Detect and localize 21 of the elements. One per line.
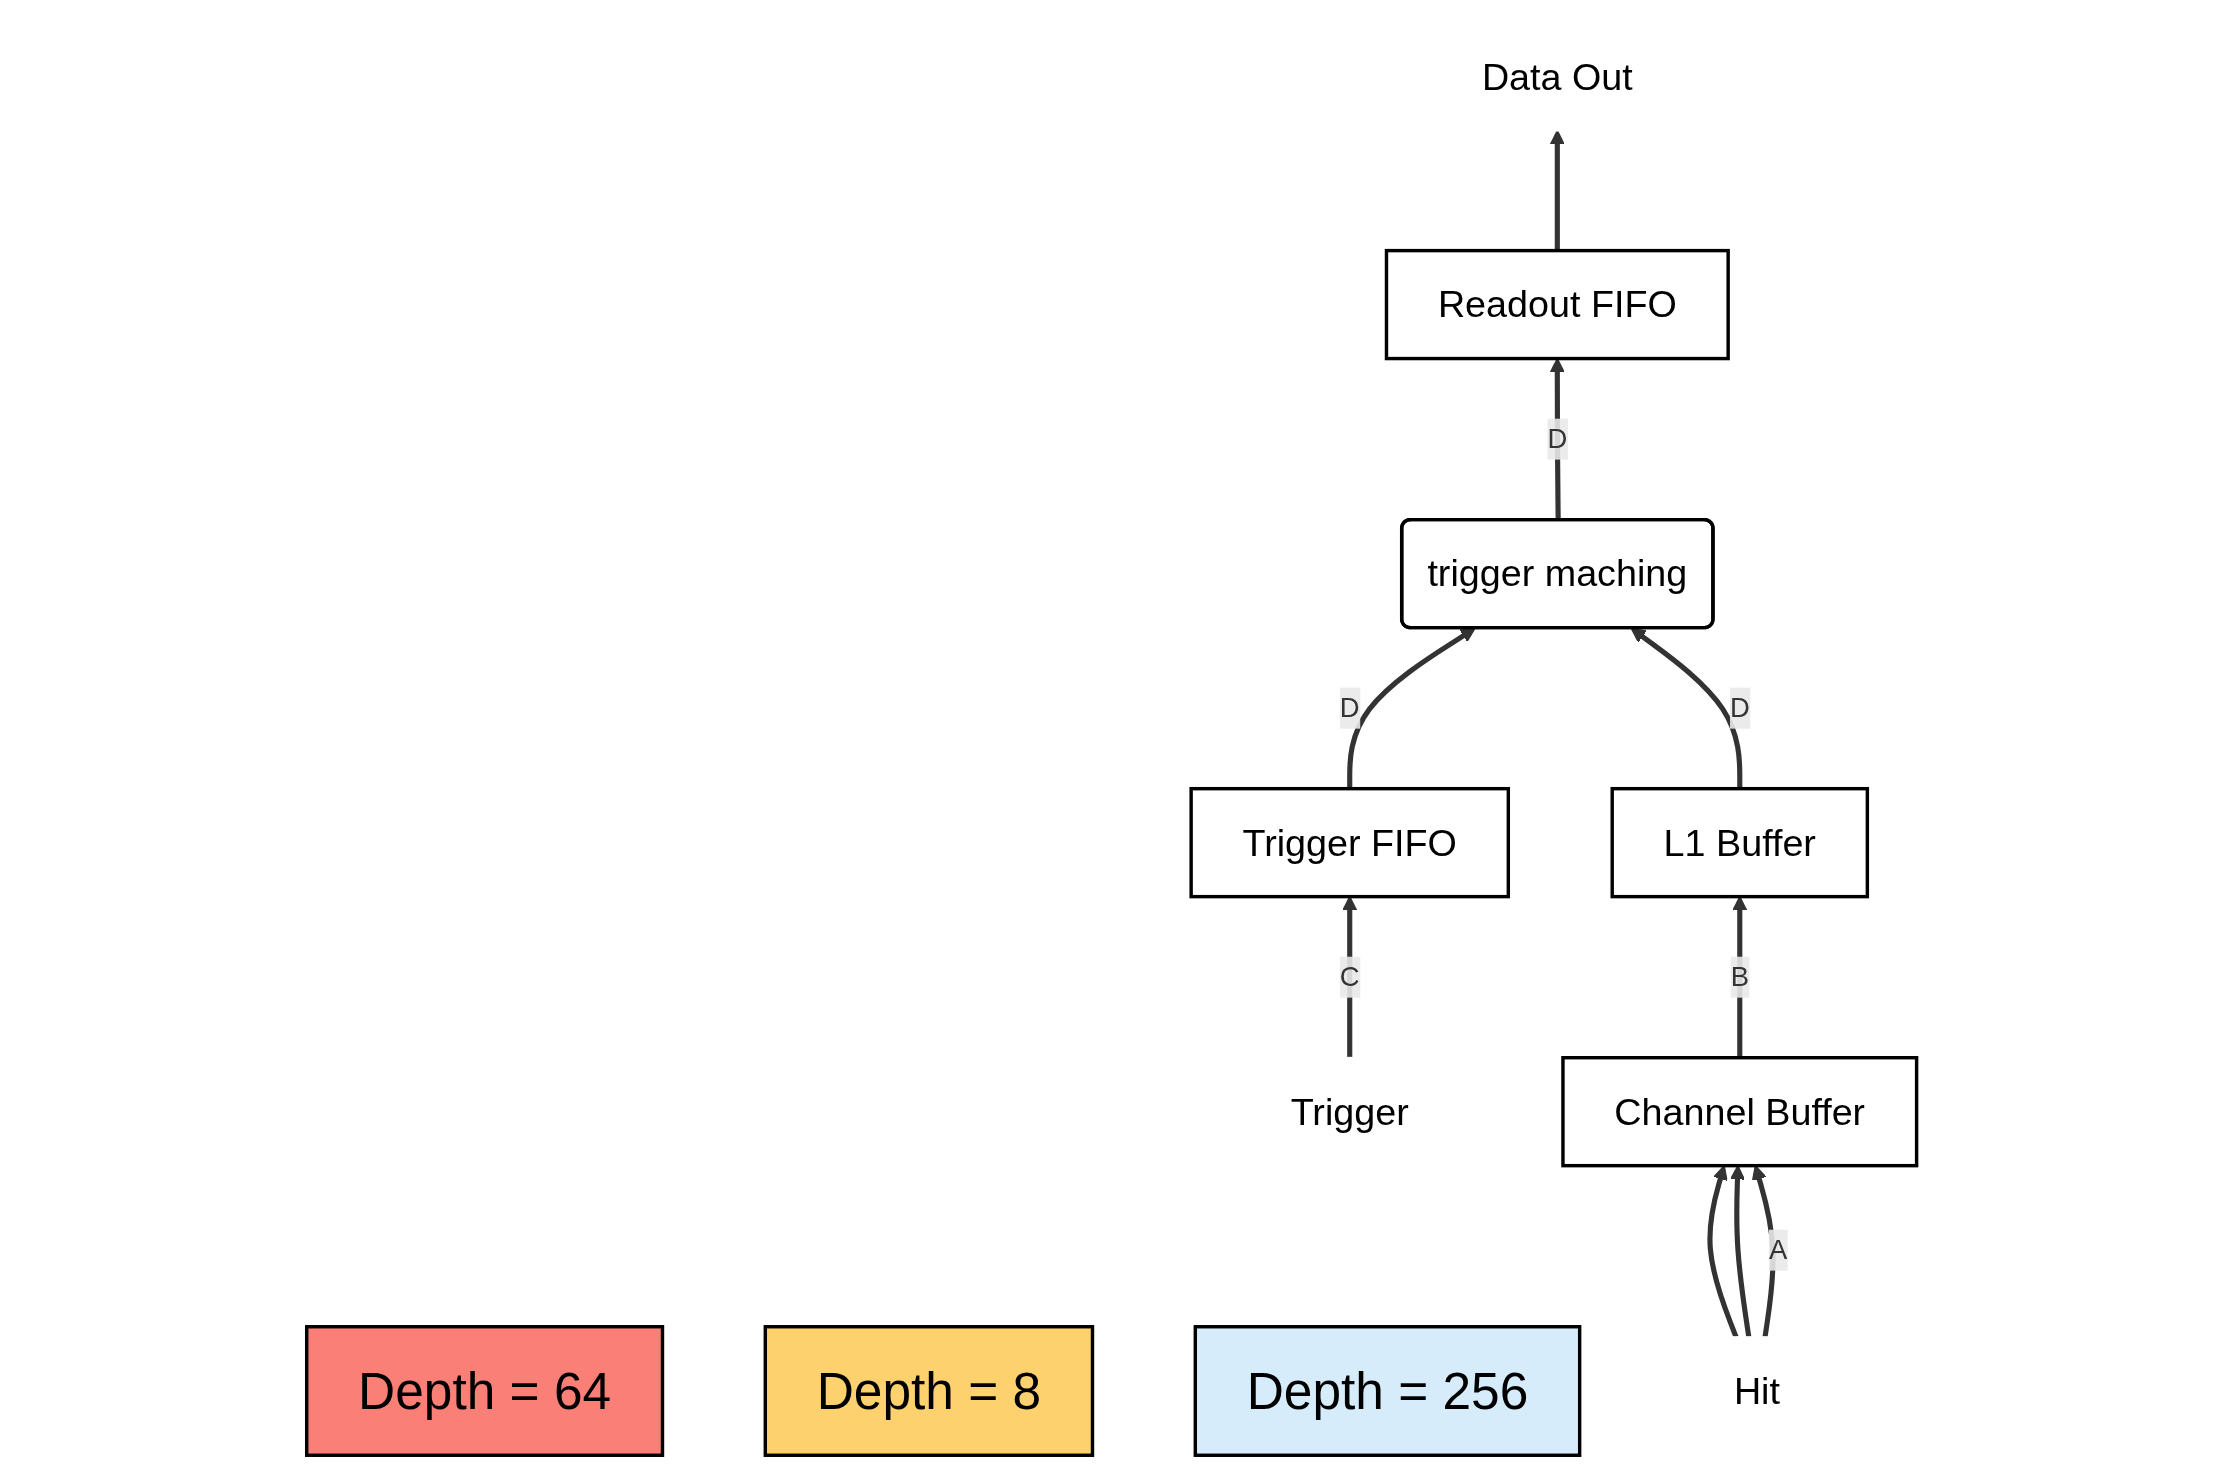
node-box: Trigger FIFO: [1189, 786, 1510, 899]
arrow: [1347, 627, 1476, 789]
arrow: [1707, 1165, 1739, 1338]
node-box: Depth = 64: [304, 1325, 665, 1457]
node-box: Readout FIFO: [1384, 248, 1730, 361]
node-text: Trigger: [1290, 1090, 1409, 1134]
edge-label: C: [1339, 961, 1360, 991]
arrow: [1630, 627, 1743, 789]
node-box: Depth = 256: [1193, 1325, 1582, 1457]
edge-label: D: [1547, 423, 1568, 453]
node-box: L1 Buffer: [1610, 786, 1869, 899]
node-box: Channel Buffer: [1561, 1056, 1919, 1168]
edge-label: A: [1768, 1234, 1788, 1264]
arrow: [1549, 130, 1565, 251]
node-text: Data Out: [1481, 55, 1633, 99]
node-box: Depth = 8: [763, 1325, 1095, 1457]
edge-label: D: [1729, 692, 1750, 722]
edge-label: D: [1339, 692, 1360, 722]
edge-label: B: [1730, 961, 1749, 991]
node-text: Hit: [1733, 1369, 1780, 1413]
arrow: [1729, 1165, 1752, 1338]
